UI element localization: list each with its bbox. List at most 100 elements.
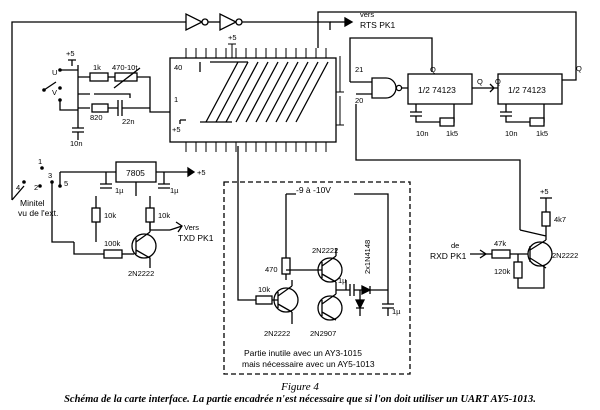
minitel-pin4: 4	[16, 183, 20, 192]
pot-470	[114, 72, 138, 82]
neg-supply-label: -9 à -10V	[296, 185, 331, 195]
txd-target-label: TXD PK1	[178, 233, 214, 243]
pin-1-label: 1	[174, 95, 178, 104]
pin-40-label: 40	[174, 63, 182, 72]
res-1k5-b-label: 1k5	[536, 129, 548, 138]
q-top-label: 2N2222	[312, 246, 338, 255]
monostable-2	[497, 73, 563, 105]
figure-title: Figure 4	[281, 381, 319, 393]
q-2-label: Q	[495, 77, 501, 86]
cap-1u-b-label: 1µ	[170, 186, 179, 195]
res-470-label: 470	[265, 265, 278, 274]
plus5-left-label: +5	[66, 49, 75, 58]
resistor-1k-label: 1k	[93, 63, 101, 72]
minitel-pin3: 3	[48, 171, 52, 180]
res-10k-c-label: 10k	[258, 285, 270, 294]
reg-caps	[100, 172, 170, 189]
minitel-pin5: 5	[64, 179, 68, 188]
rxd-target-label: RXD PK1	[430, 251, 467, 261]
diodes-label: 2x1N4148	[363, 240, 372, 274]
resistor-10k-a	[91, 207, 101, 223]
resistor-120k	[513, 261, 523, 279]
plus5-pin1-label: +5	[172, 125, 181, 134]
monostable-1-label: 1/2 74123	[418, 85, 456, 95]
inverter-chain	[11, 12, 354, 200]
plus5-top-label: +5	[228, 33, 237, 42]
res-1k5-a-label: 1k5	[446, 129, 458, 138]
cap-10n-a-label: 10n	[416, 129, 429, 138]
neg-supply-rail	[286, 193, 389, 296]
mono-link	[472, 83, 498, 93]
rts-target-label: RTS PK1	[360, 20, 396, 30]
res-120k-label: 120k	[494, 267, 511, 276]
res-47k-label: 47k	[494, 239, 506, 248]
reg-out-arrow	[187, 166, 196, 178]
resistor-47k	[491, 249, 511, 259]
mono-timing	[410, 104, 545, 127]
rxd-stage	[355, 104, 553, 289]
optional-circuit	[246, 194, 394, 324]
rts-vers-label: vers	[360, 10, 374, 19]
minitel-label-2: vu de l'ext.	[18, 208, 58, 218]
nand-gate	[349, 37, 433, 99]
txd-driver	[73, 196, 183, 268]
plus5-right-label: +5	[540, 187, 549, 196]
monostable-1	[407, 73, 473, 105]
plus5-top-rail	[228, 43, 236, 58]
optional-block-frame	[223, 181, 411, 375]
res-4k7-label: 4k7	[554, 215, 566, 224]
cap-1u-c-label: 1µ	[338, 276, 347, 285]
pin-21-label: 21	[355, 65, 363, 74]
resistor-10k-b	[145, 207, 155, 223]
pin-20-label: 20	[355, 96, 363, 105]
reg-out-label: +5	[197, 168, 206, 177]
q-bar-1-label: Q	[430, 65, 436, 74]
minitel-pin1: 1	[38, 157, 42, 166]
q-bar-2-label: Q	[576, 64, 582, 73]
cap-1u-d-label: 1µ	[392, 307, 401, 316]
oscillator-network	[42, 59, 170, 140]
q-bl-label: 2N2222	[264, 329, 290, 338]
q-rxd-label: 2N2222	[552, 251, 578, 260]
resistor-1k	[89, 72, 109, 82]
minitel-label-1: Minitel	[20, 198, 45, 208]
monostable-2-label: 1/2 74123	[508, 85, 546, 95]
feedback-wire	[317, 11, 577, 81]
resistor-4k7	[541, 211, 551, 227]
pot-470-label: 470-10t	[112, 63, 138, 72]
figure-caption: Schéma de la carte interface. La partie …	[64, 394, 536, 405]
transistor-txd-label: 2N2222	[128, 269, 154, 278]
switch-u-label: U	[52, 68, 57, 77]
diode-1	[361, 284, 372, 296]
res-10k-a-label: 10k	[104, 211, 116, 220]
q-1-label: Q	[477, 77, 483, 86]
uart-pins	[185, 48, 329, 152]
switch-v-label: V	[52, 88, 57, 97]
res-100k-label: 100k	[104, 239, 121, 248]
res-10k-b-label: 10k	[158, 211, 170, 220]
vers-txd-label: Vers	[184, 223, 199, 232]
resistor-470	[281, 257, 291, 275]
resistor-820	[91, 103, 109, 113]
transistor-rxd	[527, 241, 553, 267]
uart-side-pins	[336, 56, 344, 126]
regulator-wiring	[60, 171, 188, 196]
cap-1u-a-label: 1µ	[115, 186, 124, 195]
cap-22n-label: 22n	[122, 117, 135, 126]
uart-to-block-wire	[237, 146, 246, 301]
cap-10n-b-label: 10n	[505, 129, 518, 138]
box-note-1: Partie inutile avec un AY3-1015	[244, 348, 362, 358]
interface-schematic: vers RTS PK1 40 1 21 20 +5 +5 +5 U V	[11, 10, 582, 375]
box-note-2: mais nécessaire avec un AY5-1013	[242, 359, 375, 369]
pin1-stub	[179, 119, 186, 124]
cap-10n-left-label: 10n	[70, 139, 83, 148]
q-br-label: 2N2907	[310, 329, 336, 338]
rxd-de-label: de	[451, 241, 459, 250]
regulator-label: 7805	[126, 168, 145, 178]
resistor-10k-c	[255, 295, 273, 305]
minitel-pin2: 2	[34, 183, 38, 192]
diode-2	[354, 299, 366, 310]
resistor-820-label: 820	[90, 113, 103, 122]
minitel-connector	[11, 166, 74, 243]
